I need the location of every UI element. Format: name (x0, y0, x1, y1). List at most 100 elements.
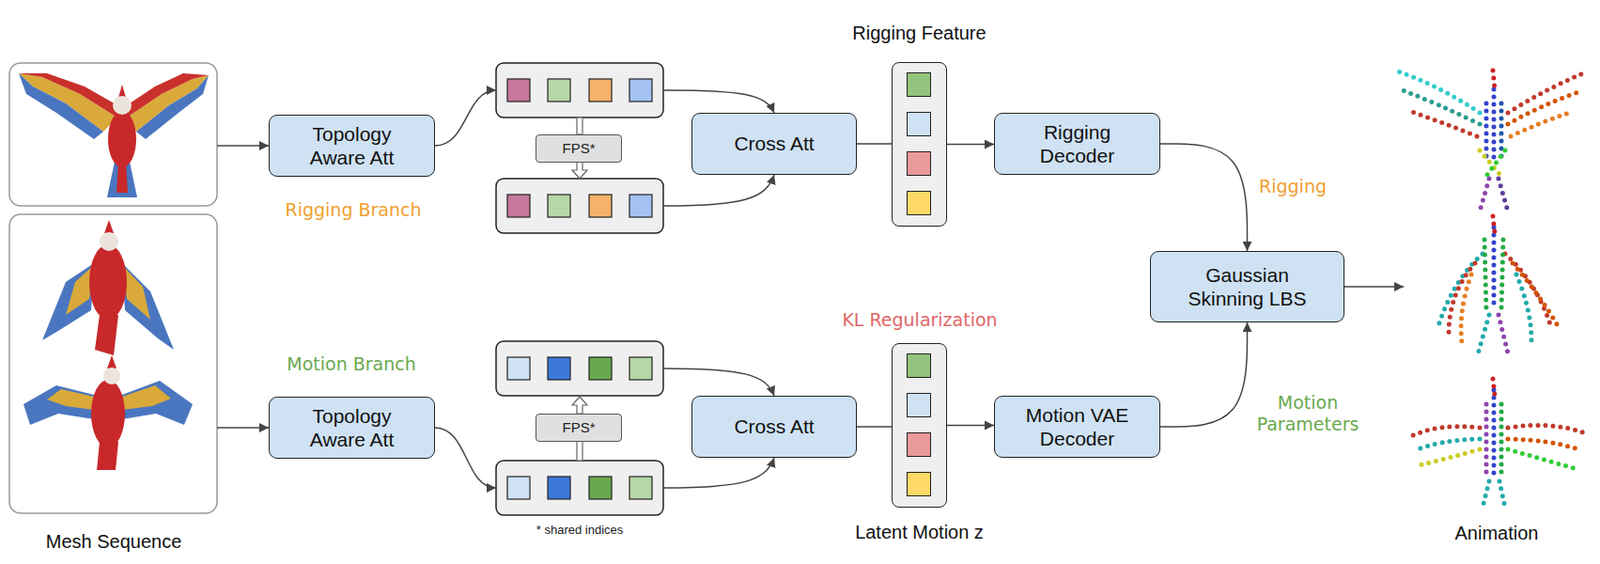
animated-point-cloud (1395, 70, 1584, 508)
flow-arrow (217, 144, 269, 147)
point-row (1484, 403, 1490, 475)
point-row (1507, 449, 1574, 468)
attention-block: Topology Aware Att (268, 396, 435, 459)
token (547, 194, 571, 218)
token (507, 476, 530, 499)
column-heading: Latent Motion z (854, 520, 984, 544)
panel-caption: Mesh Sequence (46, 529, 183, 553)
feature-token (906, 353, 932, 378)
point-row (1499, 481, 1506, 508)
token (507, 357, 530, 380)
parrot-figure (23, 355, 193, 470)
token (547, 357, 571, 380)
connector-label: Rigging (1258, 175, 1327, 198)
point-row (1418, 449, 1480, 466)
mesh-panels (9, 62, 218, 513)
wing (122, 263, 174, 350)
point-row (1501, 239, 1504, 311)
flow-arrow (434, 427, 497, 488)
token-box (496, 178, 664, 234)
token (629, 357, 653, 380)
wing (122, 264, 151, 320)
footnote: * shared indices (536, 522, 624, 538)
flow-arrow (663, 457, 775, 488)
point-row (1510, 112, 1569, 137)
branch-label: Rigging Branch (284, 199, 421, 221)
point-row (1507, 424, 1584, 433)
block-label: FPS* (561, 419, 595, 436)
point-row (1492, 216, 1495, 234)
token (589, 476, 612, 499)
point-row (1413, 438, 1480, 451)
flow-arrow (434, 90, 497, 146)
point-row (1499, 403, 1505, 475)
flow-arrow (1344, 285, 1404, 288)
wing (42, 263, 94, 341)
point-row (1409, 110, 1477, 137)
token (629, 476, 653, 499)
connector-arrow (947, 143, 995, 146)
crest (107, 355, 117, 369)
body (91, 379, 125, 448)
branch-label: Motion Branch (286, 353, 416, 375)
token (547, 476, 571, 499)
mesh-panel (9, 62, 218, 206)
connector-arrow (1160, 322, 1248, 427)
token-sets (496, 62, 664, 515)
crest (118, 84, 126, 98)
block-label: FPS* (561, 139, 595, 157)
wing (122, 385, 171, 410)
point-row (1498, 314, 1509, 358)
connector-label: Motion Parameters (1246, 391, 1369, 435)
hollow-arrow-shaft (576, 440, 583, 461)
block-label: Rigging Decoder (1016, 120, 1139, 168)
token (629, 78, 653, 102)
attention-block: Cross Att (691, 395, 857, 458)
connector-arrow (1160, 143, 1248, 251)
connector-arrow (856, 425, 892, 428)
crest (104, 219, 114, 234)
token (589, 194, 612, 218)
block-label: Cross Att (733, 414, 814, 438)
token (629, 194, 653, 218)
point-row (1498, 178, 1508, 212)
hollow-arrow (572, 161, 588, 179)
flow-arrow (663, 90, 775, 113)
point-row (1507, 438, 1579, 450)
point-row (1484, 150, 1506, 179)
skinning-block: Gaussian Skinning LBS (1149, 250, 1345, 323)
feature-token (906, 111, 932, 137)
connector-arrow (856, 142, 892, 145)
block-label: Topology Aware Att (291, 122, 414, 170)
token-box (496, 62, 664, 118)
point-row (1491, 89, 1497, 165)
point-row (1479, 178, 1490, 212)
point-row (1512, 263, 1560, 329)
attention-block: Cross Att (691, 112, 857, 175)
hollow-arrow (572, 396, 588, 414)
token (507, 78, 530, 102)
point-row (1492, 70, 1495, 90)
decoder-block: Motion VAE Decoder (994, 395, 1161, 458)
feature-token (906, 190, 932, 216)
parrot-figure (18, 73, 209, 198)
point-row (1409, 426, 1480, 437)
token-box (496, 460, 664, 515)
tail (94, 314, 119, 356)
sampling-box: FPS* (535, 413, 622, 442)
feature-token (906, 471, 932, 497)
sampling-box: FPS* (535, 134, 622, 163)
feature-token (906, 151, 932, 176)
wing (23, 385, 94, 425)
attention-block: Topology Aware Att (268, 114, 435, 177)
wing (46, 388, 94, 410)
point-row (1484, 103, 1490, 160)
point-row (1492, 378, 1495, 396)
feature-column: Rigging Feature (891, 62, 948, 227)
point-row (1507, 92, 1579, 125)
loss-label: KL Regularization (841, 309, 997, 331)
token (589, 357, 612, 380)
